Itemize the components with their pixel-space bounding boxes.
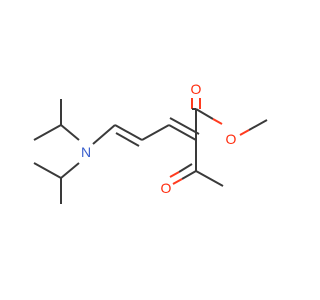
ether-oxygen-label: O — [226, 131, 237, 147]
bond-o-methyl-red — [239, 129, 250, 136]
bond-n-to-ch-lower — [60, 162, 80, 179]
nitrogen-atom-label: N — [81, 144, 91, 160]
bond-c1-c2 — [114, 124, 143, 141]
chemical-structure: N O O O — [33, 81, 268, 204]
bond-c1-c2-double — [115, 132, 140, 147]
bond-ketone-double — [178, 163, 193, 173]
bond-ketone — [181, 170, 197, 180]
bond-ketone-double-red — [169, 171, 180, 178]
bond-methyl-lower-left — [33, 162, 62, 179]
bond-o-methyl — [248, 119, 268, 131]
bond-c3-c4-double — [169, 117, 200, 135]
bond-c3-c4 — [168, 124, 197, 141]
bond-ester-c-o-red — [212, 118, 223, 125]
bond-ketone-red — [172, 178, 183, 185]
ketone-oxygen-label: O — [161, 180, 172, 196]
bond-ch-to-n-upper — [60, 124, 80, 141]
bond-c2-c3 — [141, 124, 170, 141]
bond-acetyl-methyl — [195, 170, 224, 187]
bond-methyl-upper-left — [33, 124, 62, 141]
bond-ester-c-o — [195, 108, 214, 120]
ester-carbonyl-oxygen-label: O — [191, 81, 202, 97]
bond-n-to-c1 — [92, 124, 116, 145]
